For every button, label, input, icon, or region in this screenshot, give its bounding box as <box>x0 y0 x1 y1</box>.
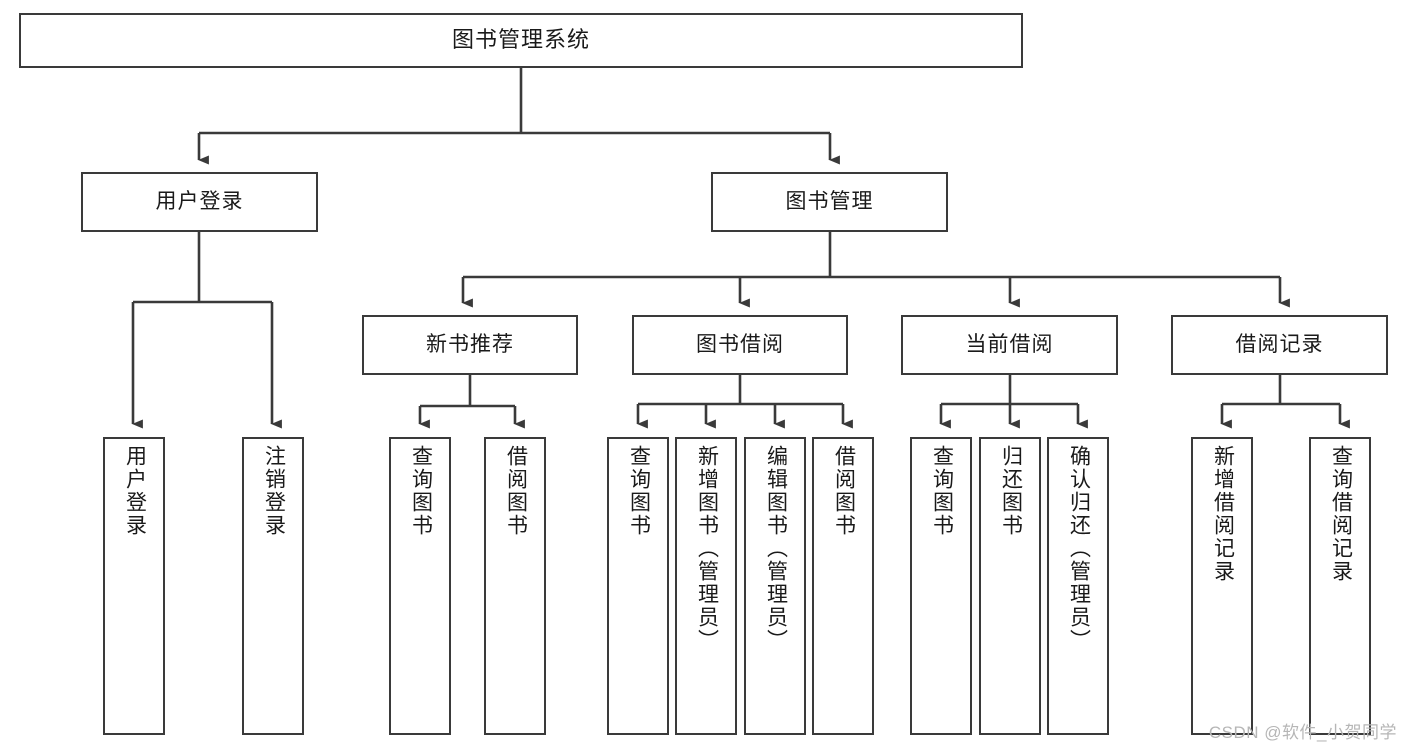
leaf-recommend-borrow-book[interactable]: 借阅图书 <box>484 437 546 735</box>
leaf-label: 归还图书 <box>999 445 1023 537</box>
leaf-borrow-edit-book-admin[interactable]: 编辑图书（管理员） <box>744 437 806 735</box>
node-user-login[interactable]: 用户登录 <box>81 172 318 232</box>
leaf-label: 编辑图书（管理员） <box>764 445 788 652</box>
leaf-user-login-login[interactable]: 用户登录 <box>103 437 165 735</box>
leaf-label: 借阅图书 <box>504 445 528 537</box>
leaf-record-add-borrow-record[interactable]: 新增借阅记录 <box>1191 437 1253 735</box>
leaf-current-query-book[interactable]: 查询图书 <box>910 437 972 735</box>
leaf-current-confirm-return-admin[interactable]: 确认归还（管理员） <box>1047 437 1109 735</box>
leaf-borrow-add-book-admin[interactable]: 新增图书（管理员） <box>675 437 737 735</box>
leaf-recommend-query-book[interactable]: 查询图书 <box>389 437 451 735</box>
leaf-label: 注销登录 <box>262 445 286 537</box>
leaf-label: 查询借阅记录 <box>1329 445 1353 583</box>
node-root-system[interactable]: 图书管理系统 <box>19 13 1023 68</box>
leaf-label: 新增图书（管理员） <box>695 445 719 652</box>
leaf-borrow-query-book[interactable]: 查询图书 <box>607 437 669 735</box>
leaf-label: 用户登录 <box>123 445 147 537</box>
leaf-label: 查询图书 <box>930 445 954 537</box>
leaf-user-login-logout[interactable]: 注销登录 <box>242 437 304 735</box>
node-book-management[interactable]: 图书管理 <box>711 172 948 232</box>
leaf-borrow-borrow-book[interactable]: 借阅图书 <box>812 437 874 735</box>
node-new-book-recommend[interactable]: 新书推荐 <box>362 315 578 375</box>
leaf-current-return-book[interactable]: 归还图书 <box>979 437 1041 735</box>
leaf-label: 查询图书 <box>409 445 433 537</box>
csdn-watermark: CSDN @软件_小贺同学 <box>1208 723 1397 742</box>
leaf-label: 确认归还（管理员） <box>1067 445 1091 652</box>
leaf-label: 借阅图书 <box>832 445 856 537</box>
leaf-label: 查询图书 <box>627 445 651 537</box>
leaf-label: 新增借阅记录 <box>1211 445 1235 583</box>
node-current-borrow[interactable]: 当前借阅 <box>901 315 1118 375</box>
leaf-record-query-borrow-record[interactable]: 查询借阅记录 <box>1309 437 1371 735</box>
node-book-borrow[interactable]: 图书借阅 <box>632 315 848 375</box>
node-borrow-record[interactable]: 借阅记录 <box>1171 315 1388 375</box>
